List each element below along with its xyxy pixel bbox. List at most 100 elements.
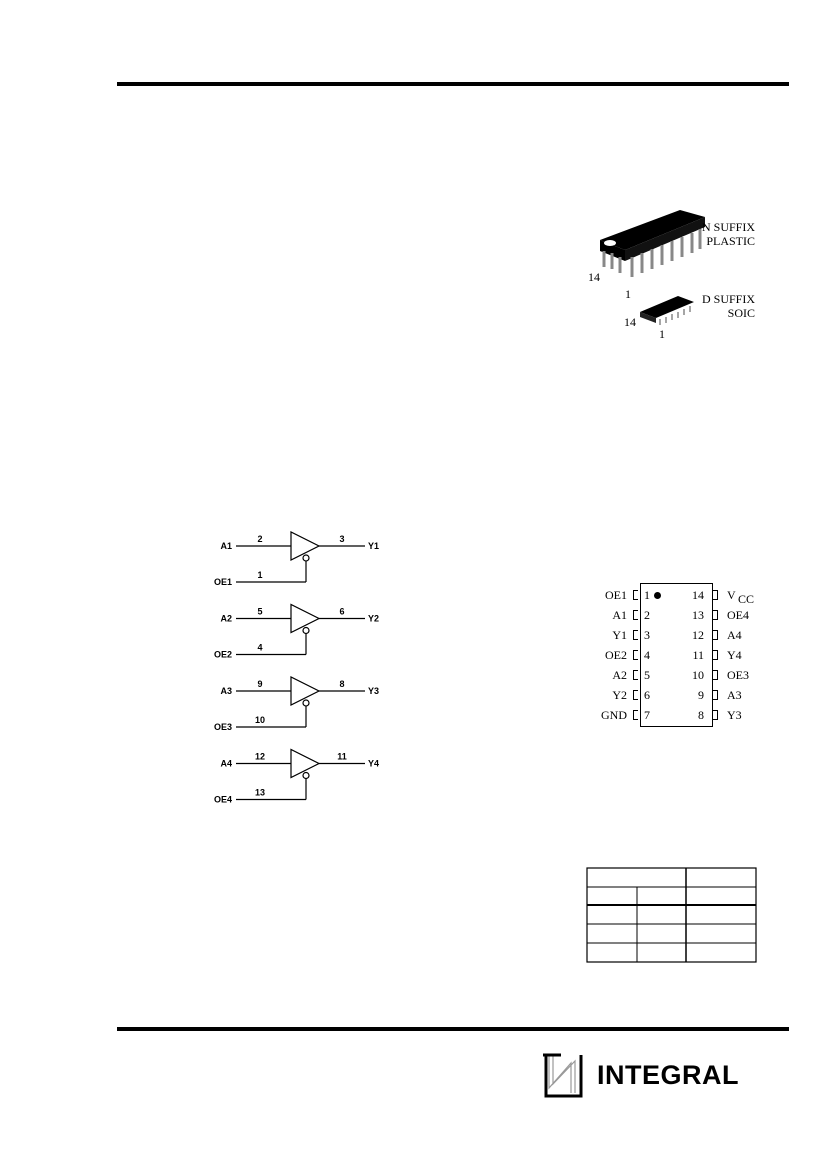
pin-stub-icon <box>633 710 638 720</box>
pin-number-right: 11 <box>692 648 704 662</box>
pin-name-right: OE4 <box>727 608 749 622</box>
output-pin-number: 3 <box>339 534 344 544</box>
buffer-triangle-icon <box>290 531 321 561</box>
inverting-bubble-icon <box>302 699 310 707</box>
soic-pin-1-label: 1 <box>659 327 665 341</box>
inverting-bubble-icon <box>302 626 310 635</box>
input-label: A2 <box>220 614 232 624</box>
logic-diagram: A12OE113Y1A25OE246Y2A39OE3108Y3A412OE413… <box>214 531 379 805</box>
integral-logo-icon <box>543 1053 583 1098</box>
soic-pin-14-label: 14 <box>624 315 636 329</box>
pin-stub-icon <box>633 630 638 640</box>
pin-stub-icon <box>713 650 718 660</box>
pin-number-right: 8 <box>698 708 704 722</box>
dip-package-icon <box>600 210 705 277</box>
buffer-gate-1 <box>236 531 365 583</box>
d-suffix-line2: SOIC <box>727 306 755 320</box>
enable-label: OE4 <box>214 795 232 805</box>
pin-name-right: OE3 <box>727 668 749 682</box>
pin1-dot-icon <box>654 592 661 599</box>
buffer-triangle-icon <box>290 748 321 779</box>
pin-number-right: 14 <box>692 588 704 602</box>
buffer-gate-4 <box>236 748 365 801</box>
footer-rule <box>117 1027 789 1031</box>
integral-logo-text: INTEGRAL <box>597 1060 739 1090</box>
pin-name-right: A4 <box>727 628 742 642</box>
pin-name-right: A3 <box>727 688 742 702</box>
pin-name-left: A2 <box>612 668 627 682</box>
pin-stub-icon <box>633 650 638 660</box>
pin-number-right: 10 <box>692 668 704 682</box>
input-pin-number: 12 <box>255 752 265 762</box>
input-label: A4 <box>220 759 232 769</box>
pin-number-left: 1 <box>644 588 650 602</box>
output-label: Y2 <box>368 614 379 624</box>
buffer-triangle-icon <box>290 676 321 706</box>
inverting-bubble-icon <box>302 554 310 562</box>
pin-name-right: Y4 <box>727 648 742 662</box>
pin-name-subscript: CC <box>738 592 755 606</box>
dip-pin-1-label: 1 <box>625 287 631 301</box>
enable-label: OE2 <box>214 650 232 660</box>
pin-number-left: 5 <box>644 668 650 682</box>
pin-name-left: GND <box>601 708 627 722</box>
ic-body <box>640 583 713 727</box>
n-suffix-line1: N SUFFIX <box>701 220 755 234</box>
pin-name-left: Y1 <box>612 628 627 642</box>
enable-label: OE1 <box>214 577 232 587</box>
output-label: Y1 <box>368 541 379 551</box>
pin-stub-icon <box>713 590 718 600</box>
buffer-triangle-icon <box>290 603 321 634</box>
header-rule <box>117 82 789 86</box>
pin-number-right: 13 <box>692 608 704 622</box>
enable-label: OE3 <box>214 722 232 732</box>
integral-logo: INTEGRAL <box>541 1053 739 1098</box>
pin-stub-icon <box>713 690 718 700</box>
pin-number-right: 9 <box>698 688 704 702</box>
input-pin-number: 2 <box>257 534 262 544</box>
pin-stub-icon <box>713 710 718 720</box>
input-pin-number: 5 <box>257 607 262 617</box>
pin-number-right: 12 <box>692 628 704 642</box>
d-suffix-line1: D SUFFIX <box>701 292 755 306</box>
output-pin-number: 8 <box>339 679 344 689</box>
pin-stub-icon <box>633 590 638 600</box>
enable-pin-number: 1 <box>257 570 262 580</box>
d-suffix-label: D SUFFIX SOIC <box>690 292 755 320</box>
pin-stub-icon <box>633 690 638 700</box>
function-table <box>586 867 757 963</box>
input-label: A3 <box>220 686 232 696</box>
output-label: Y3 <box>368 686 379 696</box>
pin-name-left: OE2 <box>605 648 627 662</box>
pin-number-left: 4 <box>644 648 650 662</box>
pin-number-left: 7 <box>644 708 650 722</box>
inverting-bubble-icon <box>302 771 310 780</box>
buffer-gate-2 <box>236 603 365 656</box>
pin-name-right: Y3 <box>727 708 742 722</box>
enable-pin-number: 4 <box>257 643 262 653</box>
pin-stub-icon <box>633 670 638 680</box>
pin-number-left: 2 <box>644 608 650 622</box>
pin-stub-icon <box>713 670 718 680</box>
pin-stub-icon <box>713 630 718 640</box>
input-pin-number: 9 <box>257 679 262 689</box>
output-pin-number: 11 <box>337 752 347 762</box>
pin-name-left: OE1 <box>605 588 627 602</box>
pin-stub-icon <box>713 610 718 620</box>
n-suffix-line2: PLASTIC <box>706 234 755 248</box>
pin-number-left: 6 <box>644 688 650 702</box>
pin-stub-icon <box>633 610 638 620</box>
soic-package-icon <box>640 296 694 325</box>
pin-name-left: Y2 <box>612 688 627 702</box>
output-pin-number: 6 <box>339 607 344 617</box>
input-label: A1 <box>220 541 232 551</box>
dip-pin-14-label: 14 <box>588 270 600 284</box>
buffer-gate-3 <box>236 676 365 728</box>
enable-pin-number: 13 <box>255 788 265 798</box>
pin-name-left: A1 <box>612 608 627 622</box>
pin-number-left: 3 <box>644 628 650 642</box>
output-label: Y4 <box>368 759 379 769</box>
n-suffix-label: N SUFFIX PLASTIC <box>690 220 755 248</box>
